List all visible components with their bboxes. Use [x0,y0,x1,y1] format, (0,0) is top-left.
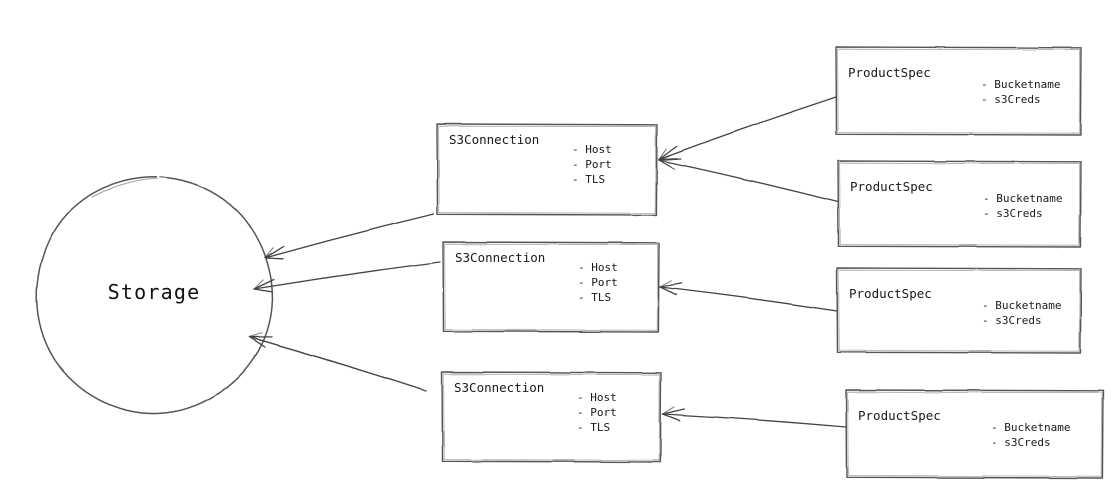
spec1-to-conn1-head-extra [658,147,667,160]
conn2-to-storage-head-1 [253,288,273,293]
conn3-to-storage-head-1 [249,336,266,348]
storage-circle-label: Storage [107,280,201,304]
storage-circle [35,176,274,415]
attribute-item: - TLS [572,173,606,186]
spec2-to-conn1-head-extra [658,154,672,161]
spec2-to-conn1-head-1 [658,159,676,170]
product-spec-box-inner-stroke [837,48,1081,134]
attribute-item: - s3Creds [983,207,1043,220]
spec4-to-conn3-head-extra [662,406,675,415]
conn3-to-storage-line [249,336,427,392]
product-spec-box [845,389,1104,479]
attribute-item: - Host [572,143,612,156]
attribute-item: - Host [578,261,618,274]
s3-connection-box-inner-stroke [443,373,661,461]
spec3-to-conn2-head-0 [659,282,683,288]
attribute-item: - Bucketname [981,78,1061,91]
attribute-item: - TLS [578,291,612,304]
spec2-to-conn1-line [658,159,839,203]
product-spec-box-inner-stroke [838,269,1081,352]
product-spec-attributes: - Bucketname - s3Creds [981,77,1060,107]
conn1-to-storage-head-1 [264,257,284,260]
product-spec-attributes: - Bucketname - s3Creds [983,191,1062,221]
s3-connection-attributes: - Host - Port - TLS [578,260,618,305]
product-spec-title: ProductSpec [850,179,933,194]
spec4-to-conn3-line [662,413,847,428]
product-spec-box [835,46,1082,136]
attribute-item: - Bucketname [982,299,1062,312]
s3-connection-box-inner-stroke [444,243,659,331]
conn2-to-storage-head-extra [253,279,264,290]
s3-connection-title: S3Connection [449,132,540,147]
attribute-item: - Host [577,391,617,404]
conn1-to-storage-head-0 [264,245,285,259]
s3-connection-attributes: - Host - Port - TLS [572,142,612,187]
s3-connection-attributes: - Host - Port - TLS [577,390,617,435]
conn1-to-storage-head-extra [264,247,274,259]
spec2-to-conn1-head-0 [658,157,682,161]
spec1-to-conn1-line [658,96,837,160]
s3-connection-box-inner-stroke [438,125,657,214]
attribute-item: - Port [577,406,617,419]
s3-connection-box [441,371,662,463]
s3-connection-title: S3Connection [454,380,545,395]
storage-circle-sketch-arc [91,177,159,198]
spec3-to-conn2-head-extra [659,280,672,288]
attribute-item: - Bucketname [991,421,1071,434]
s3-connection-box [436,123,658,216]
attribute-item: - Port [578,276,618,289]
spec3-to-conn2-line [659,286,838,312]
attribute-item: - s3Creds [981,93,1041,106]
product-spec-title: ProductSpec [848,65,931,80]
attribute-item: - s3Creds [991,436,1051,449]
spec3-to-conn2-head-1 [659,286,677,296]
attribute-item: - Bucketname [983,192,1063,205]
product-spec-title: ProductSpec [849,286,932,301]
conn2-to-storage-head-0 [253,278,275,290]
conn3-to-storage-head-extra [249,332,263,338]
attribute-item: - TLS [577,421,611,434]
spec4-to-conn3-head-0 [662,408,686,415]
product-spec-attributes: - Bucketname - s3Creds [982,298,1061,328]
product-spec-box [837,160,1082,248]
conn2-to-storage-line [253,261,441,290]
spec1-to-conn1-head-0 [658,145,678,160]
s3-connection-title: S3Connection [455,250,546,265]
s3-connection-box [442,241,660,333]
attribute-item: - s3Creds [982,314,1042,327]
product-spec-box [836,267,1082,354]
product-spec-box-inner-stroke [847,391,1103,477]
spec4-to-conn3-head-1 [662,413,681,422]
product-spec-title: ProductSpec [858,408,941,423]
product-spec-attributes: - Bucketname - s3Creds [991,420,1070,450]
conn1-to-storage-line [264,213,435,259]
product-spec-box-inner-stroke [839,162,1081,246]
attribute-item: - Port [572,158,612,171]
